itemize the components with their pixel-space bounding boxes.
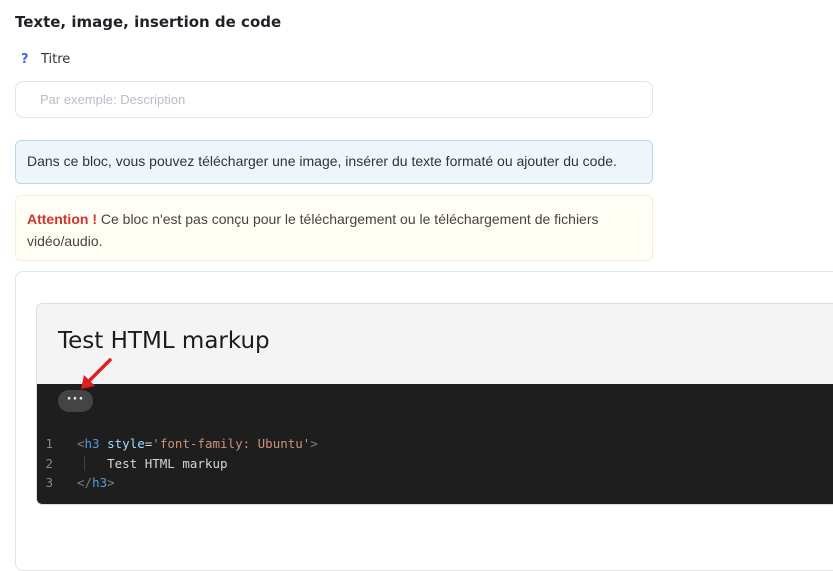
code-area[interactable]: ··· 1 <h3 style='font-family: Ubuntu'> 2… [37, 384, 833, 504]
code-token: < [77, 436, 85, 452]
code-line: 1 <h3 style='font-family: Ubuntu'> [37, 434, 318, 454]
code-token: > [310, 436, 318, 452]
code-token: > [107, 475, 115, 491]
block-title: Test HTML markup [58, 328, 270, 354]
line-number: 1 [45, 436, 53, 452]
code-token: style [107, 436, 145, 452]
help-icon[interactable]: ? [21, 52, 29, 67]
code-token: h3 [92, 475, 108, 491]
line-number: 3 [45, 475, 53, 491]
line-number: 2 [45, 455, 53, 471]
section-heading: Texte, image, insertion de code [15, 13, 282, 31]
code-token: = [144, 436, 153, 452]
code-line: 3 </h3> [37, 473, 318, 493]
titre-label: Titre [41, 52, 71, 67]
indent-guide [84, 455, 85, 471]
more-options-button[interactable]: ··· [58, 390, 93, 412]
warning-text: Ce bloc n'est pas conçu pour le téléchar… [27, 211, 599, 249]
warning-label: Attention ! [27, 211, 97, 227]
code-token: Test HTML markup [77, 455, 228, 471]
code-token: h3 [84, 436, 100, 452]
code-block[interactable]: Test HTML markup ··· 1 <h3 style='font-f… [36, 303, 833, 505]
code-token: </ [77, 475, 93, 491]
titre-row: ? Titre [21, 52, 70, 67]
warning-notice: Attention ! Ce bloc n'est pas conçu pour… [15, 195, 653, 261]
title-input[interactable] [15, 81, 653, 118]
red-arrow-icon [81, 358, 112, 389]
info-text: Dans ce bloc, vous pouvez télécharger un… [27, 153, 617, 169]
info-notice: Dans ce bloc, vous pouvez télécharger un… [15, 140, 653, 184]
code-lines: 1 <h3 style='font-family: Ubuntu'> 2 Tes… [37, 434, 318, 493]
code-line: 2 Test HTML markup [37, 454, 318, 474]
code-token: 'font-family: Ubuntu' [152, 436, 311, 452]
